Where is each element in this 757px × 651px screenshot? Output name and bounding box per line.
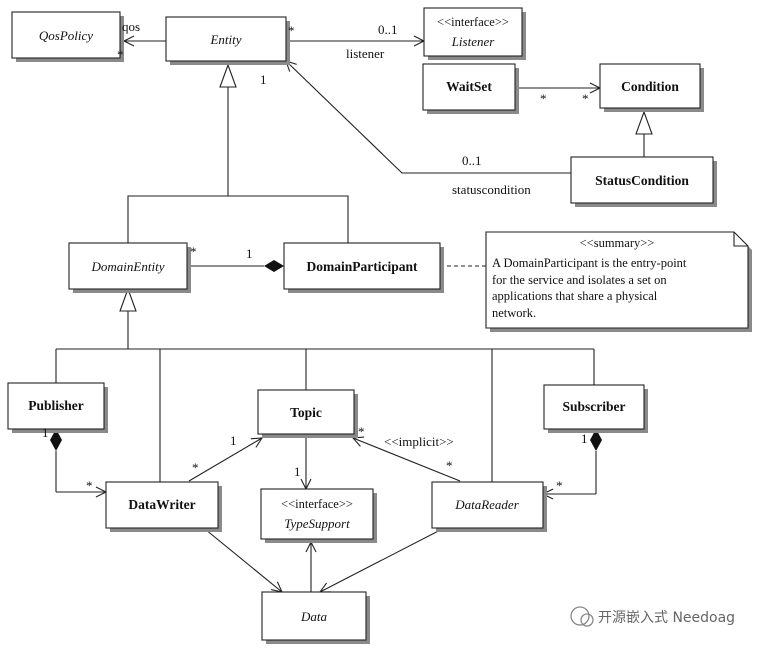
entity-generalization-branch bbox=[127, 195, 349, 243]
publisher-multiplicity: 1 bbox=[42, 425, 49, 440]
datareader-name: DataReader bbox=[454, 497, 519, 512]
entity-name: Entity bbox=[209, 32, 241, 47]
topic-name: Topic bbox=[290, 405, 322, 420]
datawriter-name: DataWriter bbox=[128, 497, 195, 512]
class-domainentity: DomainEntity bbox=[68, 242, 191, 293]
association-labels: qos * * 0..1 listener * * 1 0..1 statusc… bbox=[42, 19, 589, 493]
statuscondition-role-label: statuscondition bbox=[452, 182, 531, 197]
domainentity-generalization-triangle bbox=[119, 287, 137, 312]
class-statuscondition: StatusCondition bbox=[570, 156, 717, 207]
domainentity-name: DomainEntity bbox=[91, 259, 165, 274]
class-condition: Condition bbox=[599, 63, 704, 112]
note-line-2: for the service and isolates a set on bbox=[492, 273, 667, 287]
domainentity-multiplicity: * bbox=[190, 244, 197, 259]
reader-topic-multiplicity-topic: * bbox=[358, 424, 365, 439]
watermark: 开源嵌入式 Needoag bbox=[570, 606, 735, 627]
writer-data-association bbox=[199, 524, 282, 592]
participant-multiplicity: 1 bbox=[246, 246, 253, 261]
subscriber-multiplicity: 1 bbox=[581, 431, 588, 446]
class-entity: Entity bbox=[165, 16, 290, 65]
statuscondition-name: StatusCondition bbox=[595, 173, 689, 188]
class-domainparticipant: DomainParticipant bbox=[283, 242, 444, 293]
connectors bbox=[50, 41, 653, 592]
class-listener: <<interface>> Listener bbox=[423, 7, 526, 60]
class-datawriter: DataWriter bbox=[105, 481, 222, 532]
class-data: Data bbox=[261, 591, 370, 644]
qospolicy-name: QosPolicy bbox=[39, 28, 93, 43]
wechat-icon bbox=[570, 606, 590, 626]
statuscondition-multiplicity: 0..1 bbox=[462, 153, 482, 168]
waitset-name: WaitSet bbox=[446, 79, 492, 94]
publisher-writer-multiplicity: * bbox=[86, 478, 93, 493]
condition-name: Condition bbox=[621, 79, 679, 94]
subscriber-name: Subscriber bbox=[562, 399, 625, 414]
listener-name: Listener bbox=[451, 34, 496, 49]
publisher-name: Publisher bbox=[28, 398, 84, 413]
entity-generalization-triangle bbox=[219, 63, 237, 88]
class-typesupport: <<interface>> TypeSupport bbox=[260, 488, 377, 543]
note-stereotype: <<summary>> bbox=[580, 236, 655, 250]
subscriber-reader-multiplicity: * bbox=[556, 478, 563, 493]
data-name: Data bbox=[300, 609, 328, 624]
note-line-3: applications that share a physical bbox=[492, 289, 658, 303]
class-waitset: WaitSet bbox=[422, 63, 519, 114]
listener-stereotype: <<interface>> bbox=[437, 15, 509, 29]
implicit-stereotype-label: <<implicit>> bbox=[384, 434, 454, 449]
qos-multiplicity-end: * bbox=[117, 47, 124, 62]
writer-topic-association bbox=[188, 438, 262, 482]
typesupport-stereotype: <<interface>> bbox=[281, 497, 353, 511]
class-datareader: DataReader bbox=[431, 481, 547, 532]
condition-multiplicity: * bbox=[582, 91, 589, 106]
listener-role-label: listener bbox=[346, 46, 385, 61]
subscriber-composition-diamond bbox=[590, 429, 602, 451]
publisher-composition-diamond bbox=[50, 429, 62, 451]
domainparticipant-name: DomainParticipant bbox=[307, 259, 418, 274]
participant-composition-diamond bbox=[264, 260, 284, 272]
waitset-multiplicity: * bbox=[540, 91, 547, 106]
listener-multiplicity-end: 0..1 bbox=[378, 22, 398, 37]
statuscondition-entity-association bbox=[286, 61, 571, 174]
class-qospolicy: QosPolicy bbox=[11, 11, 124, 62]
writer-topic-multiplicity-writer: * bbox=[192, 460, 199, 475]
note-line-1: A DomainParticipant is the entry-point bbox=[492, 256, 687, 270]
typesupport-name: TypeSupport bbox=[284, 516, 350, 531]
reader-data-association bbox=[320, 524, 451, 592]
reader-topic-association bbox=[353, 438, 461, 482]
class-subscriber: Subscriber bbox=[543, 384, 648, 433]
listener-multiplicity-entity: * bbox=[288, 23, 295, 38]
statuscondition-generalization-triangle bbox=[635, 110, 653, 135]
writer-topic-multiplicity-topic: 1 bbox=[230, 433, 237, 448]
reader-topic-multiplicity-reader: * bbox=[446, 458, 453, 473]
class-publisher: Publisher bbox=[7, 382, 108, 433]
summary-note: <<summary>> A DomainParticipant is the e… bbox=[485, 231, 752, 332]
entity-statuscondition-multiplicity: 1 bbox=[260, 72, 267, 87]
class-topic: Topic bbox=[257, 389, 358, 438]
topic-typesupport-multiplicity: 1 bbox=[294, 464, 301, 479]
note-line-4: network. bbox=[492, 306, 536, 320]
qos-role-label: qos bbox=[122, 19, 140, 34]
watermark-text: 开源嵌入式 Needoag bbox=[598, 610, 735, 626]
